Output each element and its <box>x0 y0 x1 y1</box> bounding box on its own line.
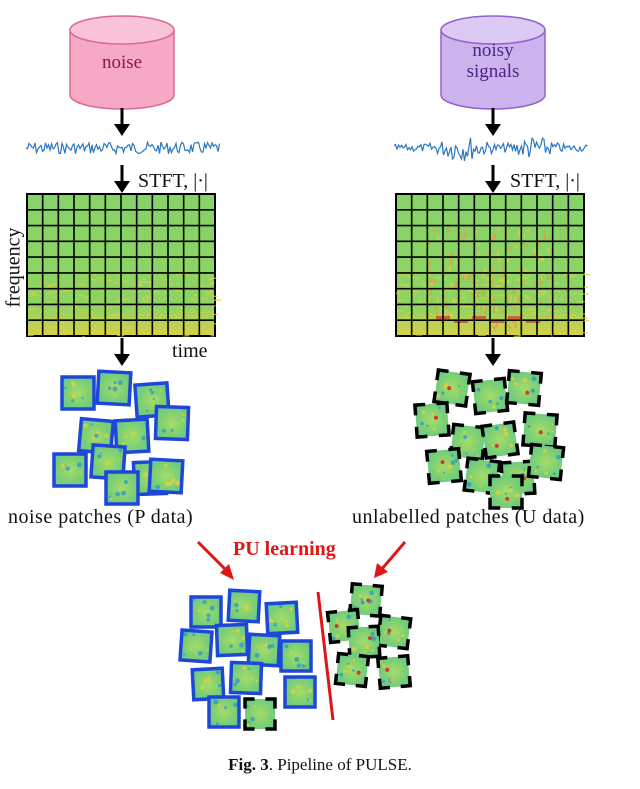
caption-prefix: Fig. 3 <box>228 755 269 774</box>
signal-patch-icon <box>413 401 451 439</box>
signal-patch-icon <box>526 442 566 482</box>
noise-patch-icon <box>214 622 250 658</box>
noise-patch-icon <box>279 639 313 673</box>
noise-waveform-icon <box>25 140 221 156</box>
noise-patch-icon <box>153 404 191 442</box>
pu-learning-arrow-left-icon <box>196 540 234 580</box>
signal-patch-icon <box>375 613 413 651</box>
unlabelled-patches-label: unlabelled patches (U data) <box>352 506 585 528</box>
noise-patch-icon <box>52 452 88 488</box>
noise-patch-icon <box>113 417 151 455</box>
arrow-down-icon <box>485 108 501 136</box>
classified-noise-patches-cluster <box>178 588 317 729</box>
time-axis-label: time <box>172 340 208 362</box>
signal-patch-icon <box>479 419 521 461</box>
noisy-signals-label-line2: signals <box>466 61 520 82</box>
left-stft-label: STFT, |·| <box>138 170 208 192</box>
noisy-signal-waveform-icon <box>393 136 588 162</box>
noise-database-icon <box>69 15 175 110</box>
noise-patch-icon <box>228 660 264 696</box>
frequency-axis-label: frequency <box>2 227 25 308</box>
noise-patch-icon <box>283 675 317 709</box>
pu-learning-arrow-right-icon <box>374 541 407 578</box>
signal-patch-icon <box>470 376 510 416</box>
noise-patch-icon <box>190 666 226 702</box>
signal-patch-icon <box>346 624 382 660</box>
arrows-group <box>114 108 501 366</box>
arrow-down-icon <box>485 338 501 366</box>
arrow-down-icon <box>485 165 501 193</box>
noisy-signals-source-label: noisy signals <box>441 40 545 82</box>
noise-patch-icon <box>264 600 300 636</box>
signal-patch-icon <box>424 446 464 486</box>
signal-patch-icon <box>488 474 524 510</box>
arrow-down-icon <box>114 165 130 193</box>
arrow-down-icon <box>114 338 130 366</box>
noise-patch-icon <box>207 695 241 729</box>
caption-text: . Pipeline of PULSE. <box>268 755 412 774</box>
noise-patch-icon <box>147 457 185 495</box>
noise-patch-icon <box>189 595 223 629</box>
signal-patch-icon <box>375 653 413 691</box>
noise-patch-icon <box>60 375 96 411</box>
noise-spectrogram-icon <box>26 193 222 338</box>
right-stft-label: STFT, |·| <box>510 170 580 192</box>
noisy-signal-spectrogram-icon <box>395 193 590 337</box>
unlabelled-patches-cluster <box>413 367 566 510</box>
noise-patches-label: noise patches (P data) <box>8 506 194 528</box>
noise-patch-icon <box>104 470 140 506</box>
classified-signal-patches-cluster <box>243 581 413 731</box>
signal-patch-icon <box>243 697 277 731</box>
signal-patch-icon <box>333 651 371 689</box>
noisy-signals-database-icon <box>440 15 546 110</box>
signal-patch-icon <box>431 367 473 409</box>
noise-patch-icon <box>226 588 262 624</box>
pu-learning-label: PU learning <box>233 538 336 560</box>
noise-patch-icon <box>246 632 282 668</box>
noise-patch-icon <box>178 628 214 664</box>
pu-separator-line <box>316 591 335 721</box>
signal-patch-icon <box>521 411 559 449</box>
noise-source-label: noise <box>101 52 143 73</box>
noise-patch-icon <box>95 369 133 407</box>
arrow-down-icon <box>114 108 130 136</box>
signal-patch-icon <box>504 368 544 408</box>
noise-patches-cluster <box>52 369 191 506</box>
figure-caption: Fig. 3. Pipeline of PULSE. <box>0 755 640 775</box>
noisy-signals-label-line1: noisy <box>472 40 514 61</box>
